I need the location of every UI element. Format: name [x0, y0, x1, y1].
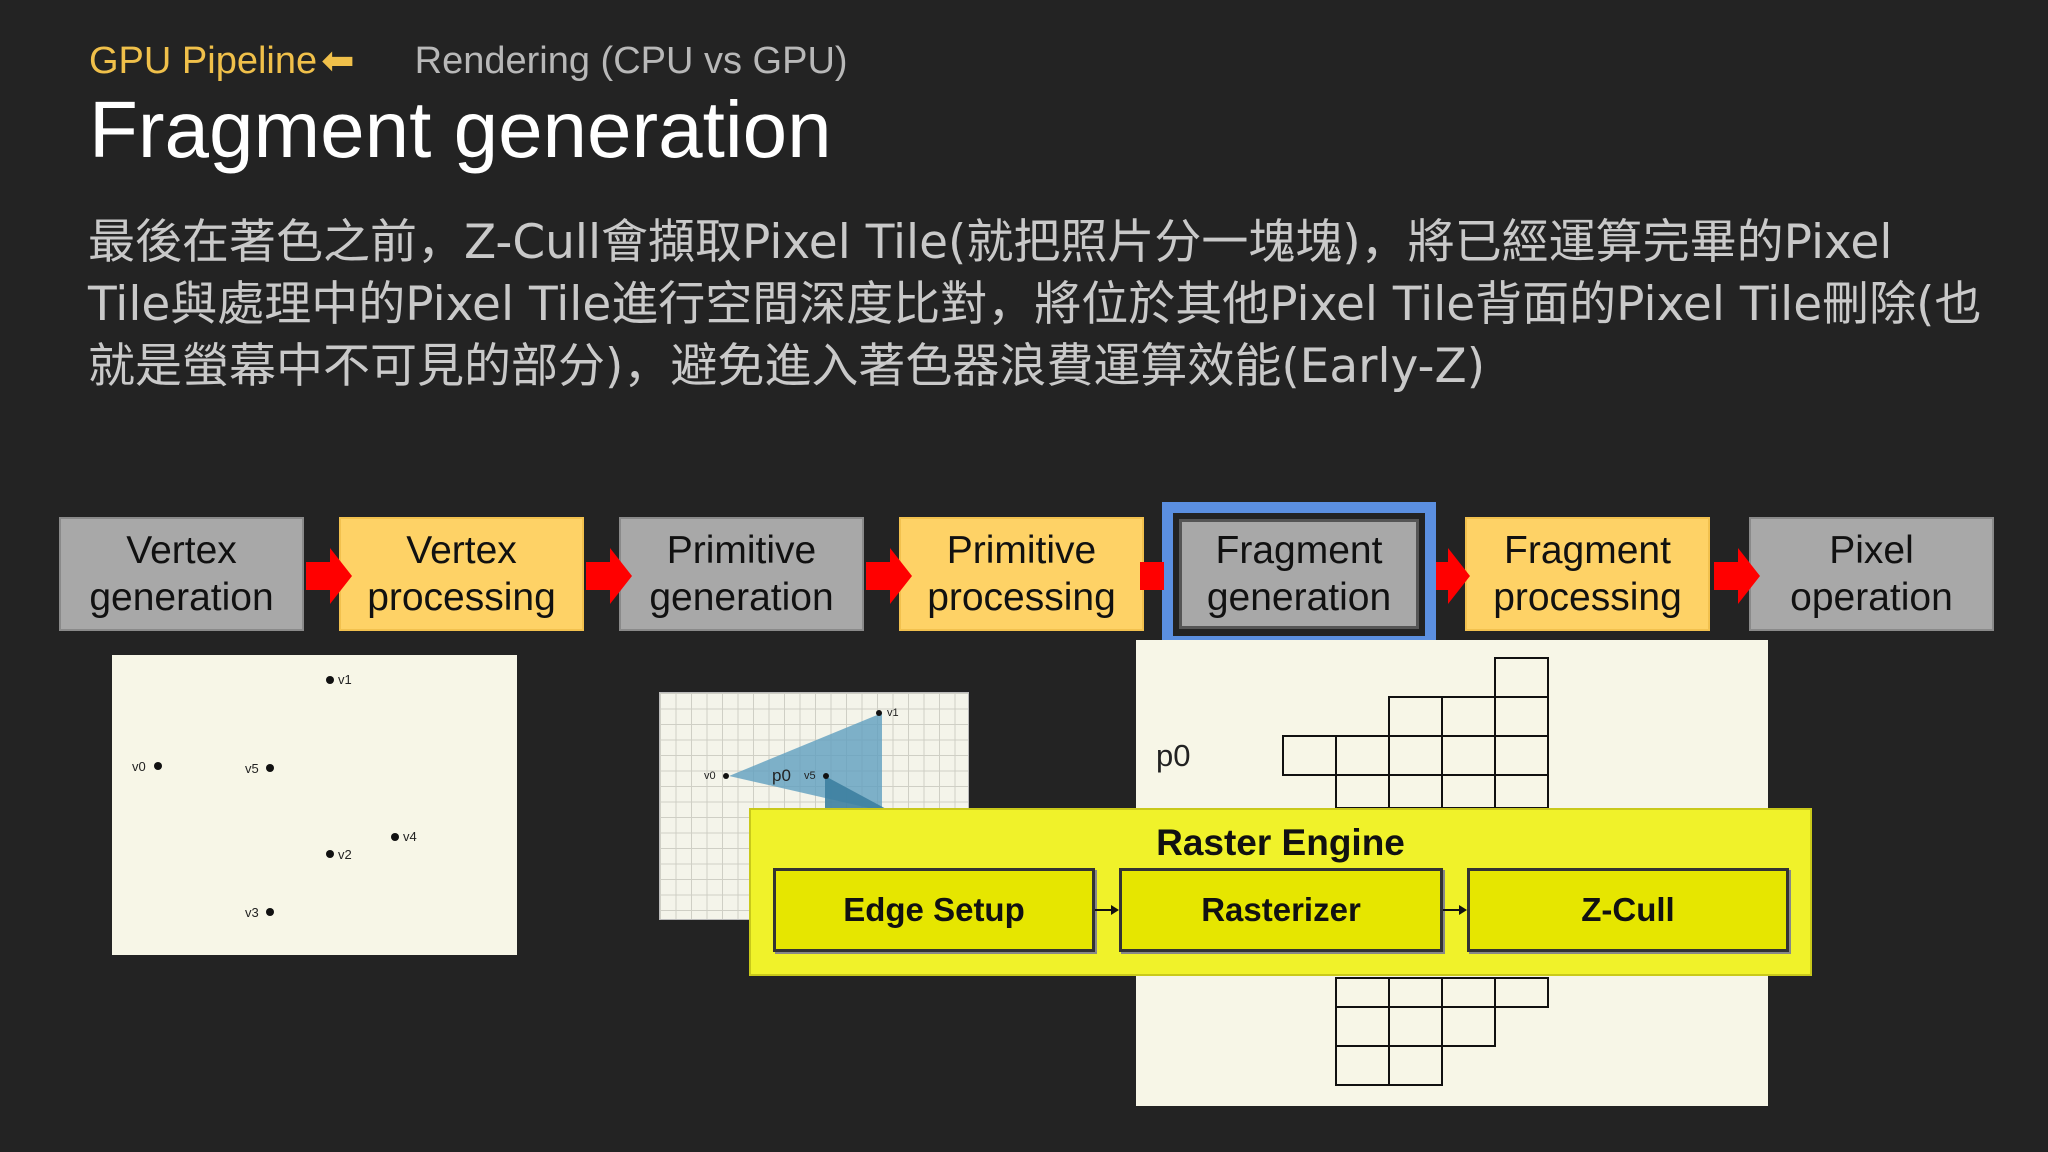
arrow-right-icon	[866, 548, 912, 604]
stage-pixel-operation: Pixel operation	[1749, 517, 1994, 631]
primitive-label-p0: p0	[772, 766, 791, 785]
vertex-dot	[266, 764, 274, 772]
primitive-label-v1: v1	[887, 707, 899, 719]
stage-label-line2: processing	[367, 576, 556, 619]
vertex-label-v0: v0	[132, 759, 146, 774]
fragment-label-p0: p0	[1156, 738, 1191, 773]
stage-label-line1: Vertex	[126, 529, 237, 572]
vertex-dot	[326, 676, 334, 684]
stage-label-line1: Fragment	[1504, 529, 1671, 572]
vertex-dot	[154, 762, 162, 770]
vertex-dot	[823, 773, 829, 779]
vertex-label-v3: v3	[245, 905, 259, 920]
stage-label-line2: processing	[927, 576, 1116, 619]
arrow-right-icon	[1436, 548, 1470, 604]
stage-vertex-processing: Vertex processing	[339, 517, 584, 631]
arrow-right-icon	[1714, 548, 1760, 604]
raster-engine-title: Raster Engine	[1156, 822, 1405, 863]
stage-label-line1: Pixel	[1829, 529, 1914, 572]
stage-label-line2: generation	[89, 576, 274, 619]
stage-fragment-processing: Fragment processing	[1465, 517, 1710, 631]
stage-label-line2: generation	[1206, 576, 1392, 619]
vertex-dot	[266, 908, 274, 916]
arrow-right-icon	[306, 548, 352, 604]
slide-title: Fragment generation	[89, 85, 832, 174]
arrow-right-icon	[1095, 905, 1119, 915]
rasterizer-block: Rasterizer	[1119, 868, 1443, 952]
stage-primitive-processing: Primitive processing	[899, 517, 1144, 631]
arrow-left-icon: ⬅	[321, 39, 355, 83]
arrow-right-icon	[586, 548, 632, 604]
stage-label-line1: Vertex	[406, 529, 517, 572]
stage-primitive-generation: Primitive generation	[619, 517, 864, 631]
breadcrumb-gpu-pipeline[interactable]: GPU Pipeline	[89, 39, 318, 82]
primitive-label-v0: v0	[704, 770, 716, 782]
primitive-label-v5: v5	[804, 770, 816, 782]
arrow-right-icon	[1140, 562, 1164, 590]
vertex-dot	[326, 850, 334, 858]
z-cull-block: Z-Cull	[1467, 868, 1789, 952]
vertex-label-v5: v5	[245, 761, 259, 776]
vertex-label-v2: v2	[338, 847, 352, 862]
raster-engine: Raster Engine Edge Setup Rasterizer Z-Cu…	[749, 808, 1812, 976]
stage-vertex-generation: Vertex generation	[59, 517, 304, 631]
stage-fragment-generation: Fragment generation	[1179, 519, 1419, 629]
stage-label-line1: Fragment	[1215, 529, 1383, 572]
vertex-label-v1: v1	[338, 672, 352, 687]
vertex-panel: v1 v0 v5 v4 v2 v3	[112, 655, 517, 955]
vertex-dot	[723, 773, 729, 779]
primitive-triangle	[729, 713, 890, 811]
edge-setup-block: Edge Setup	[773, 868, 1095, 952]
arrow-right-icon	[1443, 905, 1467, 915]
vertex-label-v4: v4	[403, 829, 417, 844]
breadcrumb-rendering[interactable]: Rendering (CPU vs GPU)	[414, 39, 848, 82]
vertex-dot	[391, 833, 399, 841]
stage-label-line1: Primitive	[666, 529, 817, 572]
stage-label-line2: generation	[649, 576, 834, 619]
stage-label-line2: processing	[1493, 576, 1682, 619]
breadcrumb: GPU Pipeline ⬅ Rendering (CPU vs GPU)	[89, 38, 848, 84]
slide-description: 最後在著色之前，Z-Cull會擷取Pixel Tile(就把照片分一塊塊)，將已…	[88, 215, 1982, 394]
vertex-dot	[876, 710, 882, 716]
stage-label-line1: Primitive	[946, 529, 1097, 572]
stage-label-line2: operation	[1790, 576, 1953, 619]
